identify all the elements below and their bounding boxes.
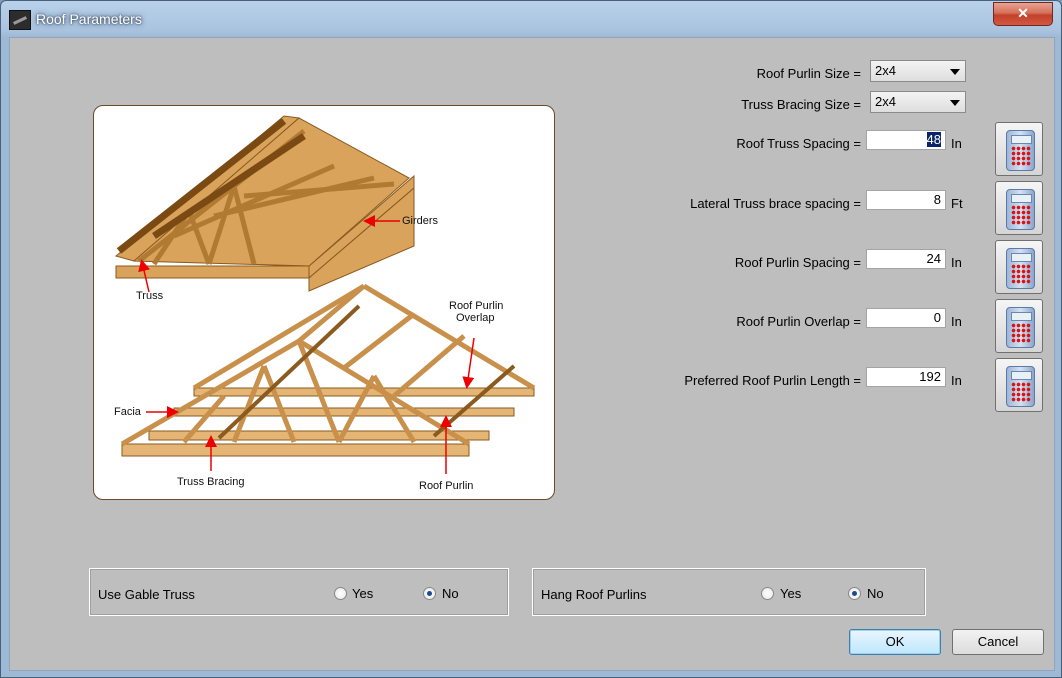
roof-purlin-overlap-value: 0 <box>933 310 941 325</box>
label-roof-purlin-overlap-line2: Overlap <box>456 312 495 324</box>
truss-bracing-size-label: Truss Bracing Size = <box>741 97 861 112</box>
preferred-roof-purlin-length-calculator-button[interactable] <box>995 358 1043 412</box>
label-girders: Girders <box>402 215 439 227</box>
roof-purlin-overlap-label: Roof Purlin Overlap = <box>736 314 861 329</box>
preferred-roof-purlin-length-label: Preferred Roof Purlin Length = <box>684 373 861 388</box>
calculator-icon <box>1006 130 1035 171</box>
cancel-button[interactable]: Cancel <box>952 629 1044 655</box>
chevron-down-icon <box>950 100 960 106</box>
roof-illustration: Girders Truss Roof Purlin Overlap Facia … <box>93 105 555 500</box>
preferred-roof-purlin-length-unit: In <box>951 373 962 388</box>
roof-truss-spacing-calculator-button[interactable] <box>995 122 1043 176</box>
title-bar[interactable]: Roof Parameters ✕ <box>1 1 1061 37</box>
roof-purlin-overlap-calculator-button[interactable] <box>995 299 1043 353</box>
use-gable-truss-yes-radio[interactable] <box>334 587 347 600</box>
use-gable-truss-label: Use Gable Truss <box>98 587 195 602</box>
lateral-truss-brace-spacing-value: 8 <box>933 192 941 207</box>
window-title: Roof Parameters <box>36 11 142 27</box>
use-gable-truss-no-radio[interactable] <box>423 587 436 600</box>
label-truss: Truss <box>136 290 164 302</box>
roof-purlin-size-select[interactable]: 2x4 <box>870 60 966 82</box>
roof-purlin-spacing-value: 24 <box>926 251 941 266</box>
close-button[interactable]: ✕ <box>993 2 1053 26</box>
label-facia: Facia <box>114 406 141 418</box>
close-icon: ✕ <box>1017 5 1029 21</box>
hang-roof-purlins-yes-radio[interactable] <box>761 587 774 600</box>
roof-truss-spacing-unit: In <box>951 136 962 151</box>
calculator-icon <box>1006 307 1035 348</box>
chevron-down-icon <box>950 69 960 75</box>
ok-button[interactable]: OK <box>849 629 941 655</box>
calculator-icon <box>1006 366 1035 407</box>
calculator-icon <box>1006 189 1035 230</box>
roof-purlin-size-label: Roof Purlin Size = <box>756 66 861 81</box>
roof-purlin-overlap-input[interactable]: 0 <box>866 308 946 328</box>
lateral-truss-brace-spacing-label: Lateral Truss brace spacing = <box>690 196 861 211</box>
preferred-roof-purlin-length-value: 192 <box>919 369 941 384</box>
use-gable-truss-yes-label[interactable]: Yes <box>352 586 374 601</box>
use-gable-truss-no-label[interactable]: No <box>442 586 459 601</box>
truss-bracing-size-select[interactable]: 2x4 <box>870 91 966 113</box>
calculator-icon <box>1006 248 1035 289</box>
preferred-roof-purlin-length-input[interactable]: 192 <box>866 367 946 387</box>
roof-truss-spacing-input[interactable]: 48 <box>866 130 946 150</box>
roof-purlin-overlap-unit: In <box>951 314 962 329</box>
hang-roof-purlins-label: Hang Roof Purlins <box>541 587 647 602</box>
hang-roof-purlins-yes-label[interactable]: Yes <box>780 586 802 601</box>
label-roof-purlin: Roof Purlin <box>419 480 474 492</box>
lateral-truss-brace-spacing-input[interactable]: 8 <box>866 190 946 210</box>
roof-truss-spacing-value: 48 <box>926 132 941 147</box>
dialog-client-area: Girders Truss Roof Purlin Overlap Facia … <box>9 37 1055 671</box>
app-icon <box>9 10 31 30</box>
roof-purlin-spacing-input[interactable]: 24 <box>866 249 946 269</box>
lateral-truss-brace-spacing-calculator-button[interactable] <box>995 181 1043 235</box>
truss-diagram <box>114 115 536 474</box>
roof-purlin-spacing-unit: In <box>951 255 962 270</box>
label-roof-purlin-overlap-line1: Roof Purlin <box>449 300 504 312</box>
roof-purlin-spacing-calculator-button[interactable] <box>995 240 1043 294</box>
hang-roof-purlins-group: Hang Roof Purlins Yes No <box>532 568 926 616</box>
hang-roof-purlins-no-radio[interactable] <box>848 587 861 600</box>
truss-bracing-size-value: 2x4 <box>875 94 896 109</box>
roof-purlin-size-value: 2x4 <box>875 63 896 78</box>
label-truss-bracing: Truss Bracing <box>177 476 245 488</box>
roof-truss-spacing-label: Roof Truss Spacing = <box>736 136 861 151</box>
roof-purlin-spacing-label: Roof Purlin Spacing = <box>734 255 861 270</box>
lateral-truss-brace-spacing-unit: Ft <box>951 196 963 211</box>
use-gable-truss-group: Use Gable Truss Yes No <box>89 568 509 616</box>
hang-roof-purlins-no-label[interactable]: No <box>867 586 884 601</box>
